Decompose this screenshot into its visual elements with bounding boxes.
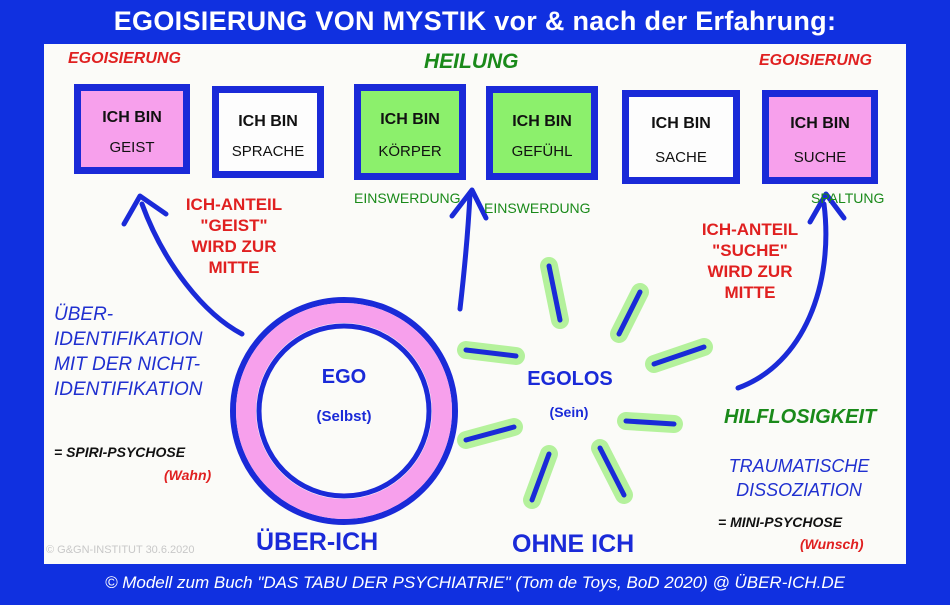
box-koerper-line1: ICH BIN (380, 111, 440, 128)
watermark: © G&GN-INSTITUT 30.6.2020 (46, 544, 195, 556)
box-koerper-line2: KÖRPER (378, 143, 442, 160)
heading-heilung: HEILUNG (424, 50, 519, 73)
suche-line3: WIRD ZUR (707, 262, 793, 281)
arrow-center (457, 191, 473, 312)
box-ich-bin-gefuehl: ICH BIN GEFÜHL (486, 86, 598, 180)
ego-ring (230, 297, 458, 525)
text-spiri-psychose: = SPIRI-PSYCHOSE (54, 444, 186, 460)
text-ich-anteil-geist: ICH-ANTEIL "GEIST" WIRD ZUR MITTE (174, 194, 294, 278)
arrow-right (735, 201, 829, 391)
text-hilflosigkeit: HILFLOSIGKEIT (724, 406, 877, 428)
suche-line2: "SUCHE" (712, 241, 788, 260)
arrow-right-head (807, 191, 847, 225)
box-ich-bin-sprache: ICH BIN SPRACHE (212, 86, 324, 178)
heading-egoisierung-right: EGOISIERUNG (759, 52, 872, 69)
text-egolos: EGOLOS (527, 368, 613, 390)
text-sein: (Sein) (549, 404, 589, 420)
box-ich-bin-geist: ICH BIN GEIST (74, 84, 190, 174)
ego-ring-fill (236, 303, 452, 519)
text-ueber-identifikation: ÜBER- IDENTIFIKATION MIT DER NICHT- IDEN… (54, 302, 202, 402)
ueber-line1: ÜBER- (54, 304, 114, 325)
arrow-left-head (121, 193, 169, 227)
caption-ueber-ich: ÜBER-ICH (256, 528, 379, 556)
box-suche-line2: SUCHE (793, 149, 847, 166)
box-ich-bin-suche: ICH BIN SUCHE (762, 90, 878, 184)
text-wunsch: (Wunsch) (800, 536, 864, 552)
box-ich-bin-koerper: ICH BIN KÖRPER (354, 84, 466, 180)
diagram-board: EGOISIERUNG HEILUNG EGOISIERUNG ICH BIN … (44, 44, 906, 564)
trauma-line1: TRAUMATISCHE (728, 456, 870, 476)
box-suche-line1: ICH BIN (790, 115, 850, 132)
label-einswerdung-1: EINSWERDUNG (354, 190, 461, 206)
text-ich-anteil-suche: ICH-ANTEIL "SUCHE" WIRD ZUR MITTE (690, 219, 810, 303)
box-sache-line1: ICH BIN (651, 115, 711, 132)
diagram-strokes (121, 187, 847, 525)
box-gefuehl-line1: ICH BIN (512, 113, 572, 130)
box-ich-bin-sache: ICH BIN SACHE (622, 90, 740, 184)
box-geist-line2: GEIST (109, 139, 155, 156)
arrow-center-head (449, 187, 489, 221)
ueber-line4: IDENTIFIKATION (54, 379, 203, 400)
arrow-left (139, 201, 245, 337)
text-mini-psychose: = MINI-PSYCHOSE (718, 514, 843, 530)
box-sprache-line2: SPRACHE (231, 143, 305, 160)
ego-ring-inner (256, 323, 432, 499)
box-sache-line2: SACHE (655, 149, 707, 166)
box-sprache-line1: ICH BIN (238, 113, 298, 130)
suche-line1: ICH-ANTEIL (701, 220, 799, 239)
text-traumatische-dissoziation: TRAUMATISCHE DISSOZIATION (704, 454, 894, 502)
footer-credit: © Modell zum Buch "DAS TABU DER PSYCHIAT… (104, 573, 845, 592)
text-selbst: (Selbst) (316, 408, 372, 425)
label-einswerdung-2: EINSWERDUNG (484, 200, 591, 216)
ueber-line3: MIT DER NICHT- (54, 354, 201, 375)
heading-egoisierung-left: EGOISIERUNG (68, 50, 181, 67)
geist-line4: MITTE (208, 258, 260, 277)
geist-line2: "GEIST" (200, 216, 268, 235)
caption-ohne-ich: OHNE ICH (512, 530, 635, 558)
geist-line3: WIRD ZUR (191, 237, 277, 256)
label-spaltung: SPALTUNG (811, 190, 885, 206)
page-title: EGOISIERUNG VON MYSTIK vor & nach der Er… (113, 6, 837, 36)
box-geist-line1: ICH BIN (102, 109, 162, 126)
box-gefuehl-line2: GEFÜHL (511, 143, 573, 160)
suche-line4: MITTE (724, 283, 776, 302)
ueber-line2: IDENTIFIKATION (54, 329, 203, 350)
text-wahn: (Wahn) (164, 467, 212, 483)
geist-line1: ICH-ANTEIL (185, 195, 283, 214)
egolos-rays (457, 257, 713, 509)
text-ego: EGO (321, 366, 367, 388)
trauma-line2: DISSOZIATION (736, 480, 862, 500)
